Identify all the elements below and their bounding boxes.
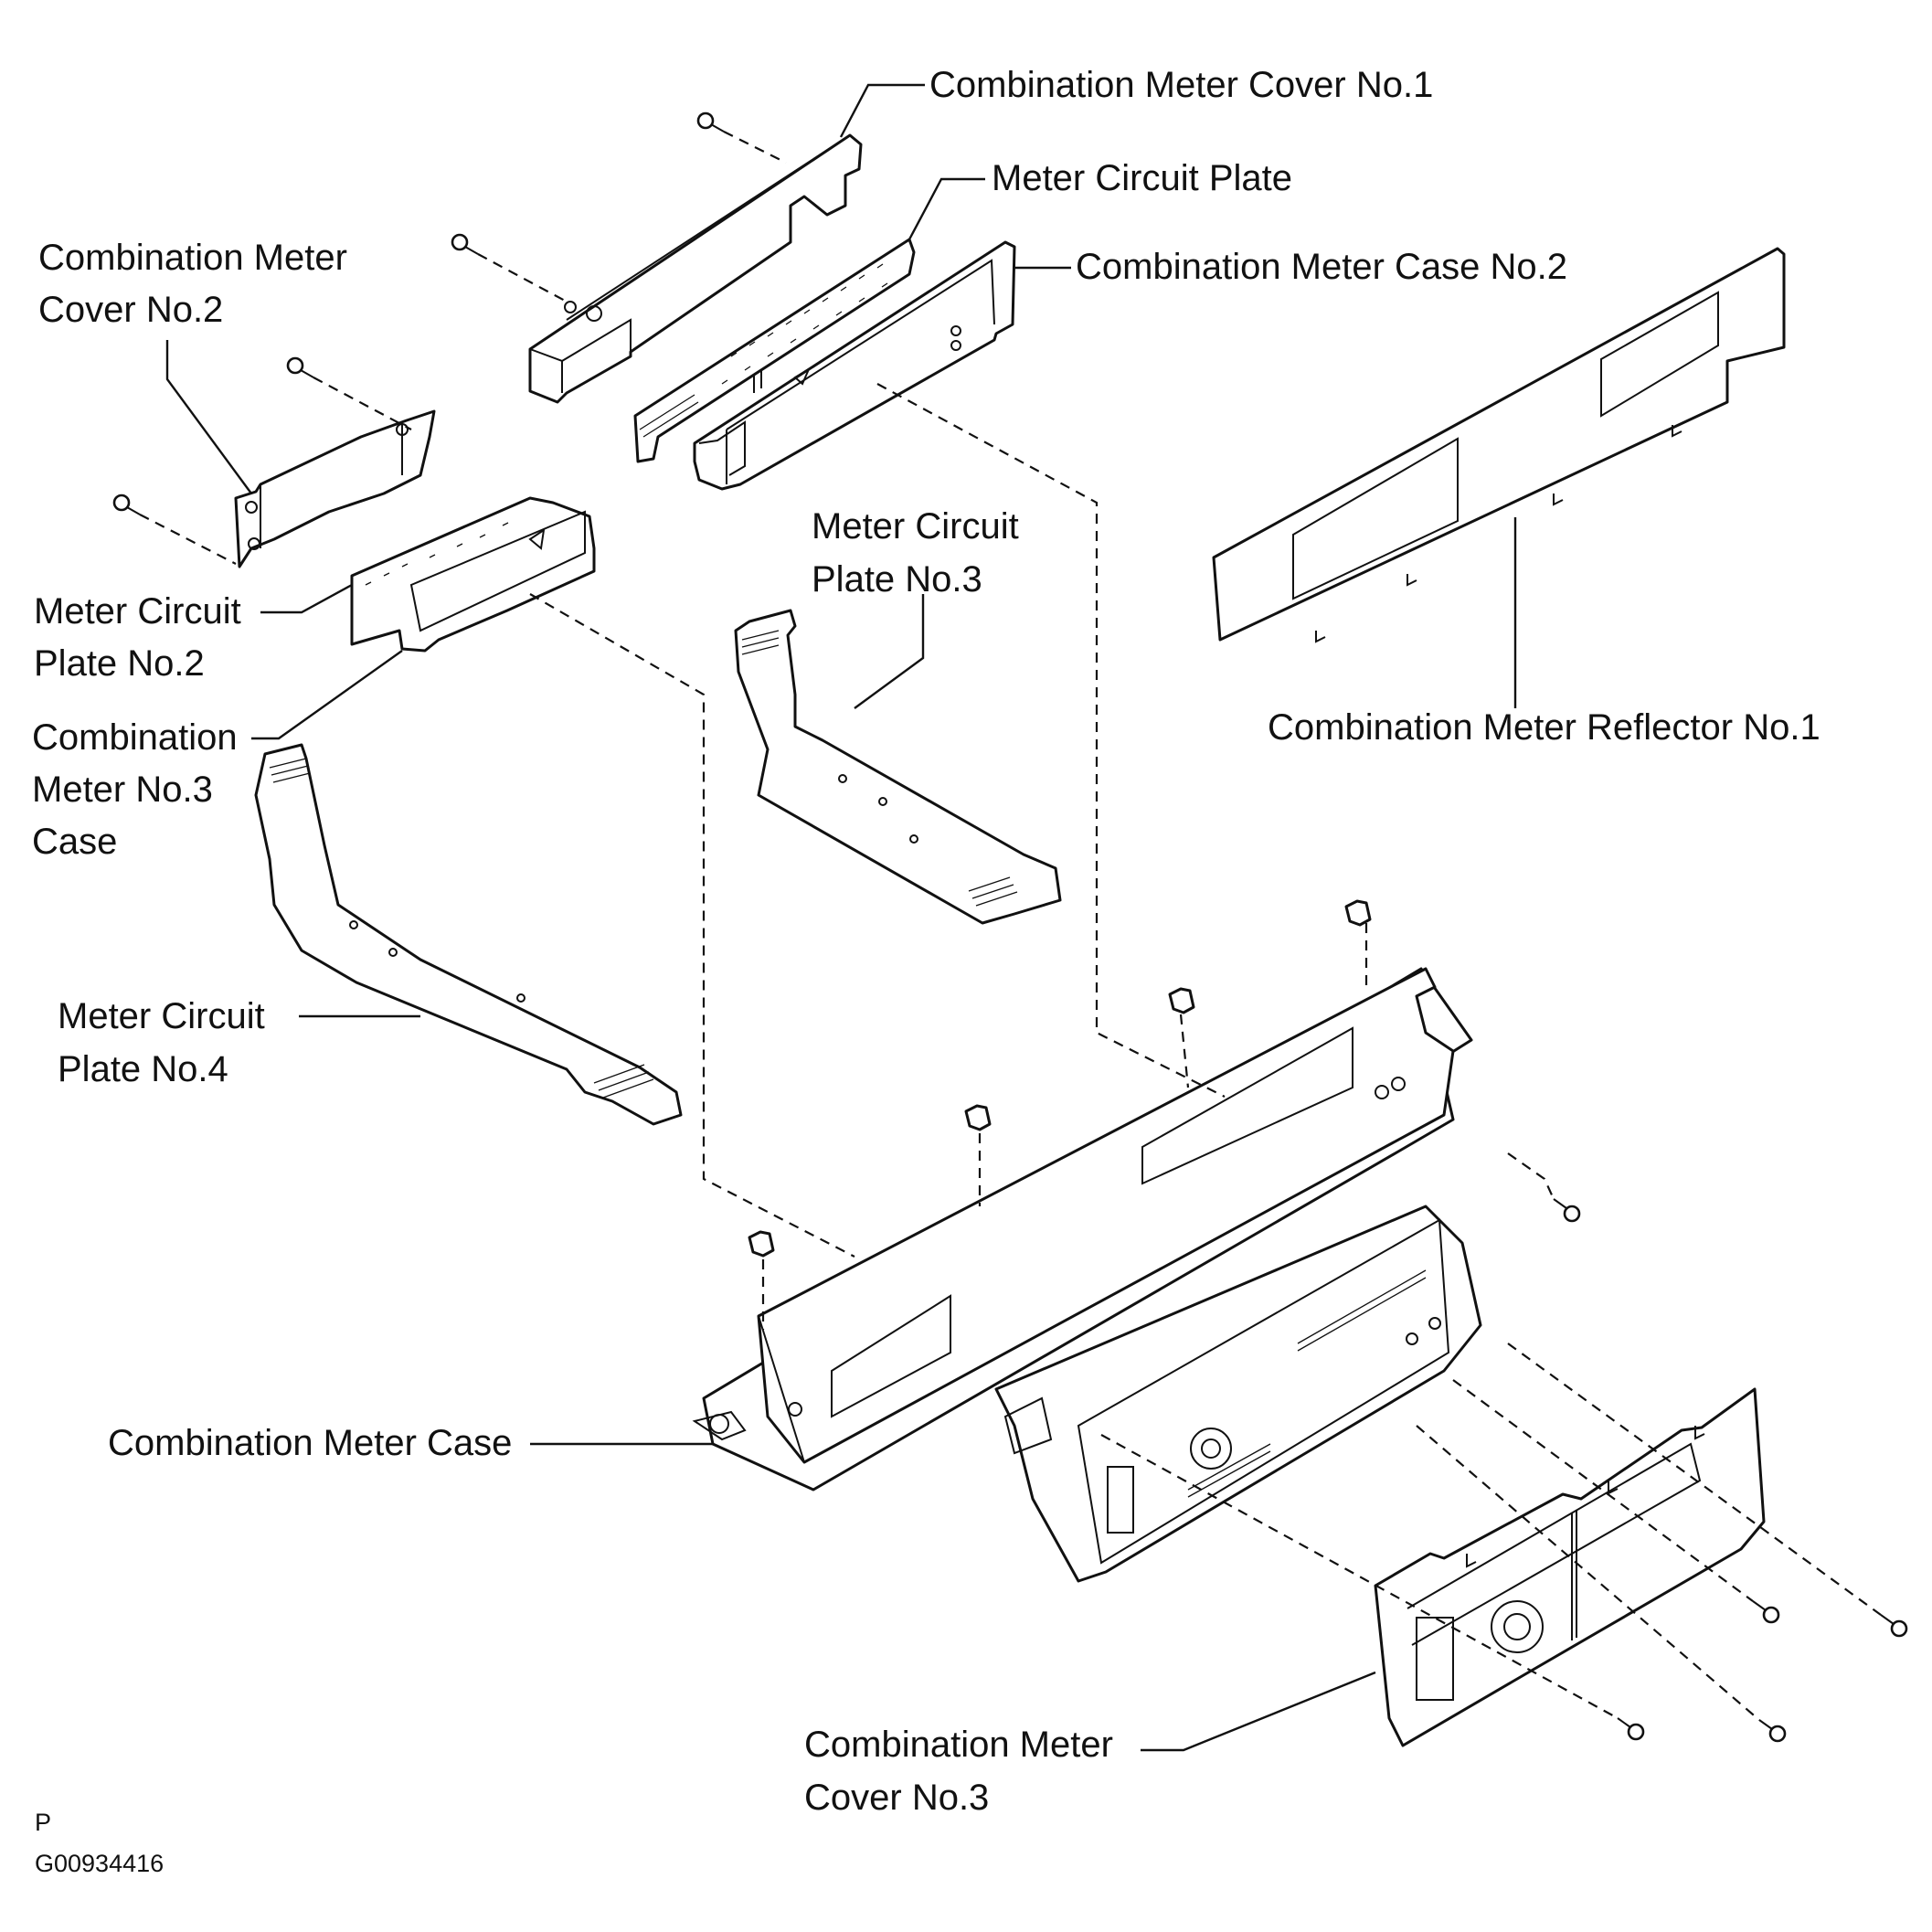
combination-meter-case-no2 (693, 240, 1016, 491)
combination-meter-case (692, 967, 1473, 1491)
combination-meter-reflector-no1 (1212, 247, 1786, 643)
combination-meter-cover-no1 (528, 133, 863, 404)
combination-meter-cover-no3 (1374, 1387, 1766, 1747)
label-combination-meter-no3-case-line1: Combination (32, 717, 238, 758)
figure-id: G00934416 (35, 1850, 165, 1877)
label-combination-meter-cover-no2-line1: Combination Meter (38, 238, 347, 278)
footer-letter: P (35, 1809, 52, 1836)
screw-7 (1880, 1614, 1908, 1638)
label-combination-meter-no3-case-line3: Case (32, 822, 118, 862)
label-meter-circuit-plate-no2-line1: Meter Circuit (34, 591, 241, 632)
screw-2 (451, 233, 479, 255)
label-combination-meter-cover-no3-line1: Combination Meter (804, 1725, 1113, 1765)
label-combination-meter-cover-no3-line2: Cover No.3 (804, 1778, 990, 1818)
label-combination-meter-cover-no2-line2: Cover No.2 (38, 290, 224, 330)
label-meter-circuit-plate: Meter Circuit Plate (992, 158, 1292, 198)
screw-8 (1617, 1717, 1645, 1741)
label-meter-circuit-plate-no4-line1: Meter Circuit (58, 996, 265, 1036)
screw-5 (1553, 1198, 1581, 1223)
label-combination-meter-reflector-no1: Combination Meter Reflector No.1 (1268, 707, 1821, 748)
meter-circuit-plate-no4 (254, 743, 683, 1126)
screw-3 (286, 356, 314, 378)
screw-9 (1758, 1719, 1787, 1743)
label-combination-meter-no3-case-line2: Meter No.3 (32, 770, 213, 810)
case-clips (748, 899, 1372, 1258)
leader-lines (165, 83, 1517, 1752)
meter-circuit-plate-no3 (734, 609, 1062, 925)
label-combination-meter-cover-no1: Combination Meter Cover No.1 (929, 65, 1434, 105)
assembly-lines (139, 131, 1882, 1721)
meter-assembly (994, 1205, 1482, 1583)
screw-6 (1752, 1600, 1780, 1624)
screw-4 (112, 494, 141, 515)
screws (112, 111, 1908, 1743)
combination-meter-cover-no2 (234, 409, 436, 568)
label-meter-circuit-plate-no3-line1: Meter Circuit (812, 506, 1019, 547)
screw-1 (696, 111, 725, 133)
label-combination-meter-case-no2: Combination Meter Case No.2 (1076, 247, 1568, 287)
meter-circuit-plate-no2 (350, 496, 596, 653)
label-meter-circuit-plate-no2-line2: Plate No.2 (34, 643, 205, 684)
label-meter-circuit-plate-no3-line2: Plate No.3 (812, 559, 982, 600)
label-combination-meter-case: Combination Meter Case (108, 1423, 513, 1463)
meter-circuit-plate (633, 238, 916, 463)
label-meter-circuit-plate-no4-line2: Plate No.4 (58, 1049, 228, 1089)
